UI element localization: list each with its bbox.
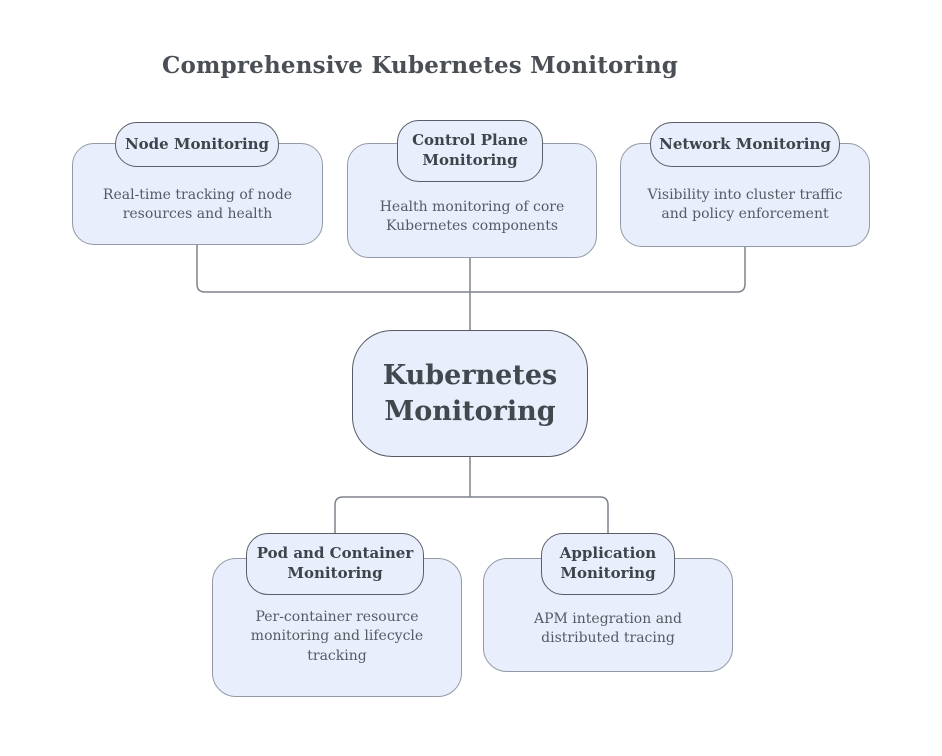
application-monitoring-title: Application Monitoring <box>559 544 657 582</box>
kubernetes-monitoring-label: Kubernetes Monitoring <box>382 360 558 427</box>
control-plane-monitoring-title: Control Plane Monitoring <box>412 131 528 169</box>
node-monitoring-description: Real-time tracking of node resources and… <box>102 187 293 223</box>
connector-top-bus <box>196 245 746 293</box>
pod-and-container-monitoring-description-wrap: Per-container resource monitoring and li… <box>212 608 462 666</box>
kubernetes-monitoring-center-node: Kubernetes Monitoring <box>352 330 588 457</box>
network-monitoring-description-wrap: Visibility into cluster traffic and poli… <box>620 186 870 225</box>
network-monitoring-description: Visibility into cluster traffic and poli… <box>647 187 843 223</box>
node-monitoring-description-wrap: Real-time tracking of node resources and… <box>72 186 323 225</box>
pod-and-container-monitoring-title-badge: Pod and Container Monitoring <box>246 533 424 595</box>
node-monitoring-title-badge: Node Monitoring <box>115 122 279 167</box>
connector-bottom-bus <box>334 496 609 533</box>
application-monitoring-title-badge: Application Monitoring <box>541 533 675 595</box>
network-monitoring-title-badge: Network Monitoring <box>650 122 840 167</box>
pod-and-container-monitoring-title: Pod and Container Monitoring <box>256 544 414 582</box>
control-plane-monitoring-title-badge: Control Plane Monitoring <box>397 120 543 182</box>
control-plane-monitoring-description: Health monitoring of core Kubernetes com… <box>379 199 565 235</box>
pod-and-container-monitoring-description: Per-container resource monitoring and li… <box>250 609 424 664</box>
network-monitoring-title: Network Monitoring <box>659 134 831 153</box>
control-plane-monitoring-description-wrap: Health monitoring of core Kubernetes com… <box>347 198 597 237</box>
node-monitoring-title: Node Monitoring <box>124 134 270 153</box>
application-monitoring-description-wrap: APM integration and distributed tracing <box>483 610 733 649</box>
application-monitoring-description: APM integration and distributed tracing <box>533 611 683 647</box>
diagram-title: Comprehensive Kubernetes Monitoring <box>161 52 679 79</box>
